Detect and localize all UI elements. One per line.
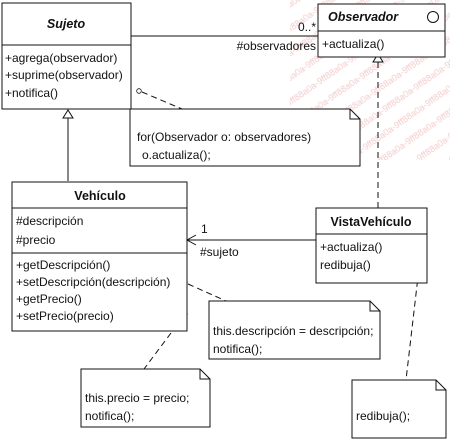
- note-anchor-setdescripcion: [187, 283, 227, 302]
- note-setprecio: this.precio = precio; notifica();: [80, 368, 211, 428]
- operation-setdescripcion: +setDescripción(descripción): [16, 275, 170, 289]
- operation-getdescripcion: +getDescripción(): [16, 258, 110, 272]
- operation-notifica: +notifica(): [5, 86, 58, 100]
- attribute-descripcion: #descripción: [16, 214, 83, 228]
- attribute-precio: #precio: [16, 233, 56, 247]
- operation-actualiza-vista: +actualiza(): [320, 240, 382, 254]
- note-notifica: for(Observador o: observadores) o.actual…: [129, 108, 361, 167]
- note-setdescripcion-line-1: this.descripción = descripción;: [213, 324, 373, 338]
- realization-arrow: [372, 53, 384, 63]
- note-setprecio-line-1: this.precio = precio;: [85, 391, 189, 405]
- operation-actualiza-observador: +actualiza(): [322, 37, 384, 51]
- class-vehiculo[interactable]: Vehículo #descripción #precio +getDescri…: [11, 181, 188, 332]
- anchor-dot-notifica: [136, 88, 142, 94]
- role-sujeto: #sujeto: [200, 245, 239, 259]
- operation-setprecio: +setPrecio(precio): [16, 309, 114, 323]
- note-anchor-notifica: [141, 91, 183, 110]
- multiplicity-sujeto: 1: [201, 222, 208, 236]
- generalization-arrow: [62, 109, 74, 119]
- class-vistavehiculo[interactable]: VistaVehículo +actualiza() redibuja(): [315, 207, 428, 284]
- note-notifica-line-1: for(Observador o: observadores): [137, 130, 311, 144]
- multiplicity-observadores: 0..*: [298, 20, 316, 34]
- class-name-sujeto: Sujeto: [47, 17, 86, 31]
- operation-getprecio: +getPrecio(): [16, 292, 82, 306]
- note-setprecio-line-2: notifica();: [85, 409, 134, 423]
- class-name-vistavehiculo: VistaVehículo: [330, 215, 411, 229]
- interface-observador[interactable]: Observador +actualiza(): [317, 3, 446, 58]
- role-observadores: #observadores: [237, 39, 316, 53]
- class-sujeto[interactable]: Sujeto +agrega(observador) +suprime(obse…: [1, 2, 132, 110]
- operation-redibuja: redibuja(): [320, 258, 371, 272]
- operation-agrega: +agrega(observador): [5, 51, 117, 65]
- note-notifica-line-2: o.actualiza();: [142, 148, 211, 162]
- interface-circle-icon: [427, 11, 439, 23]
- note-setdescripcion-line-2: notifica();: [213, 342, 262, 356]
- note-setdescripcion: this.descripción = descripción; notifica…: [208, 300, 381, 360]
- note-redibuja: redibuja();: [351, 379, 447, 439]
- note-redibuja-line-1: redibuja();: [356, 409, 410, 423]
- class-name-observador: Observador: [328, 10, 399, 24]
- class-name-vehiculo: Vehículo: [74, 189, 126, 203]
- operation-suprime: +suprime(observador): [5, 68, 123, 82]
